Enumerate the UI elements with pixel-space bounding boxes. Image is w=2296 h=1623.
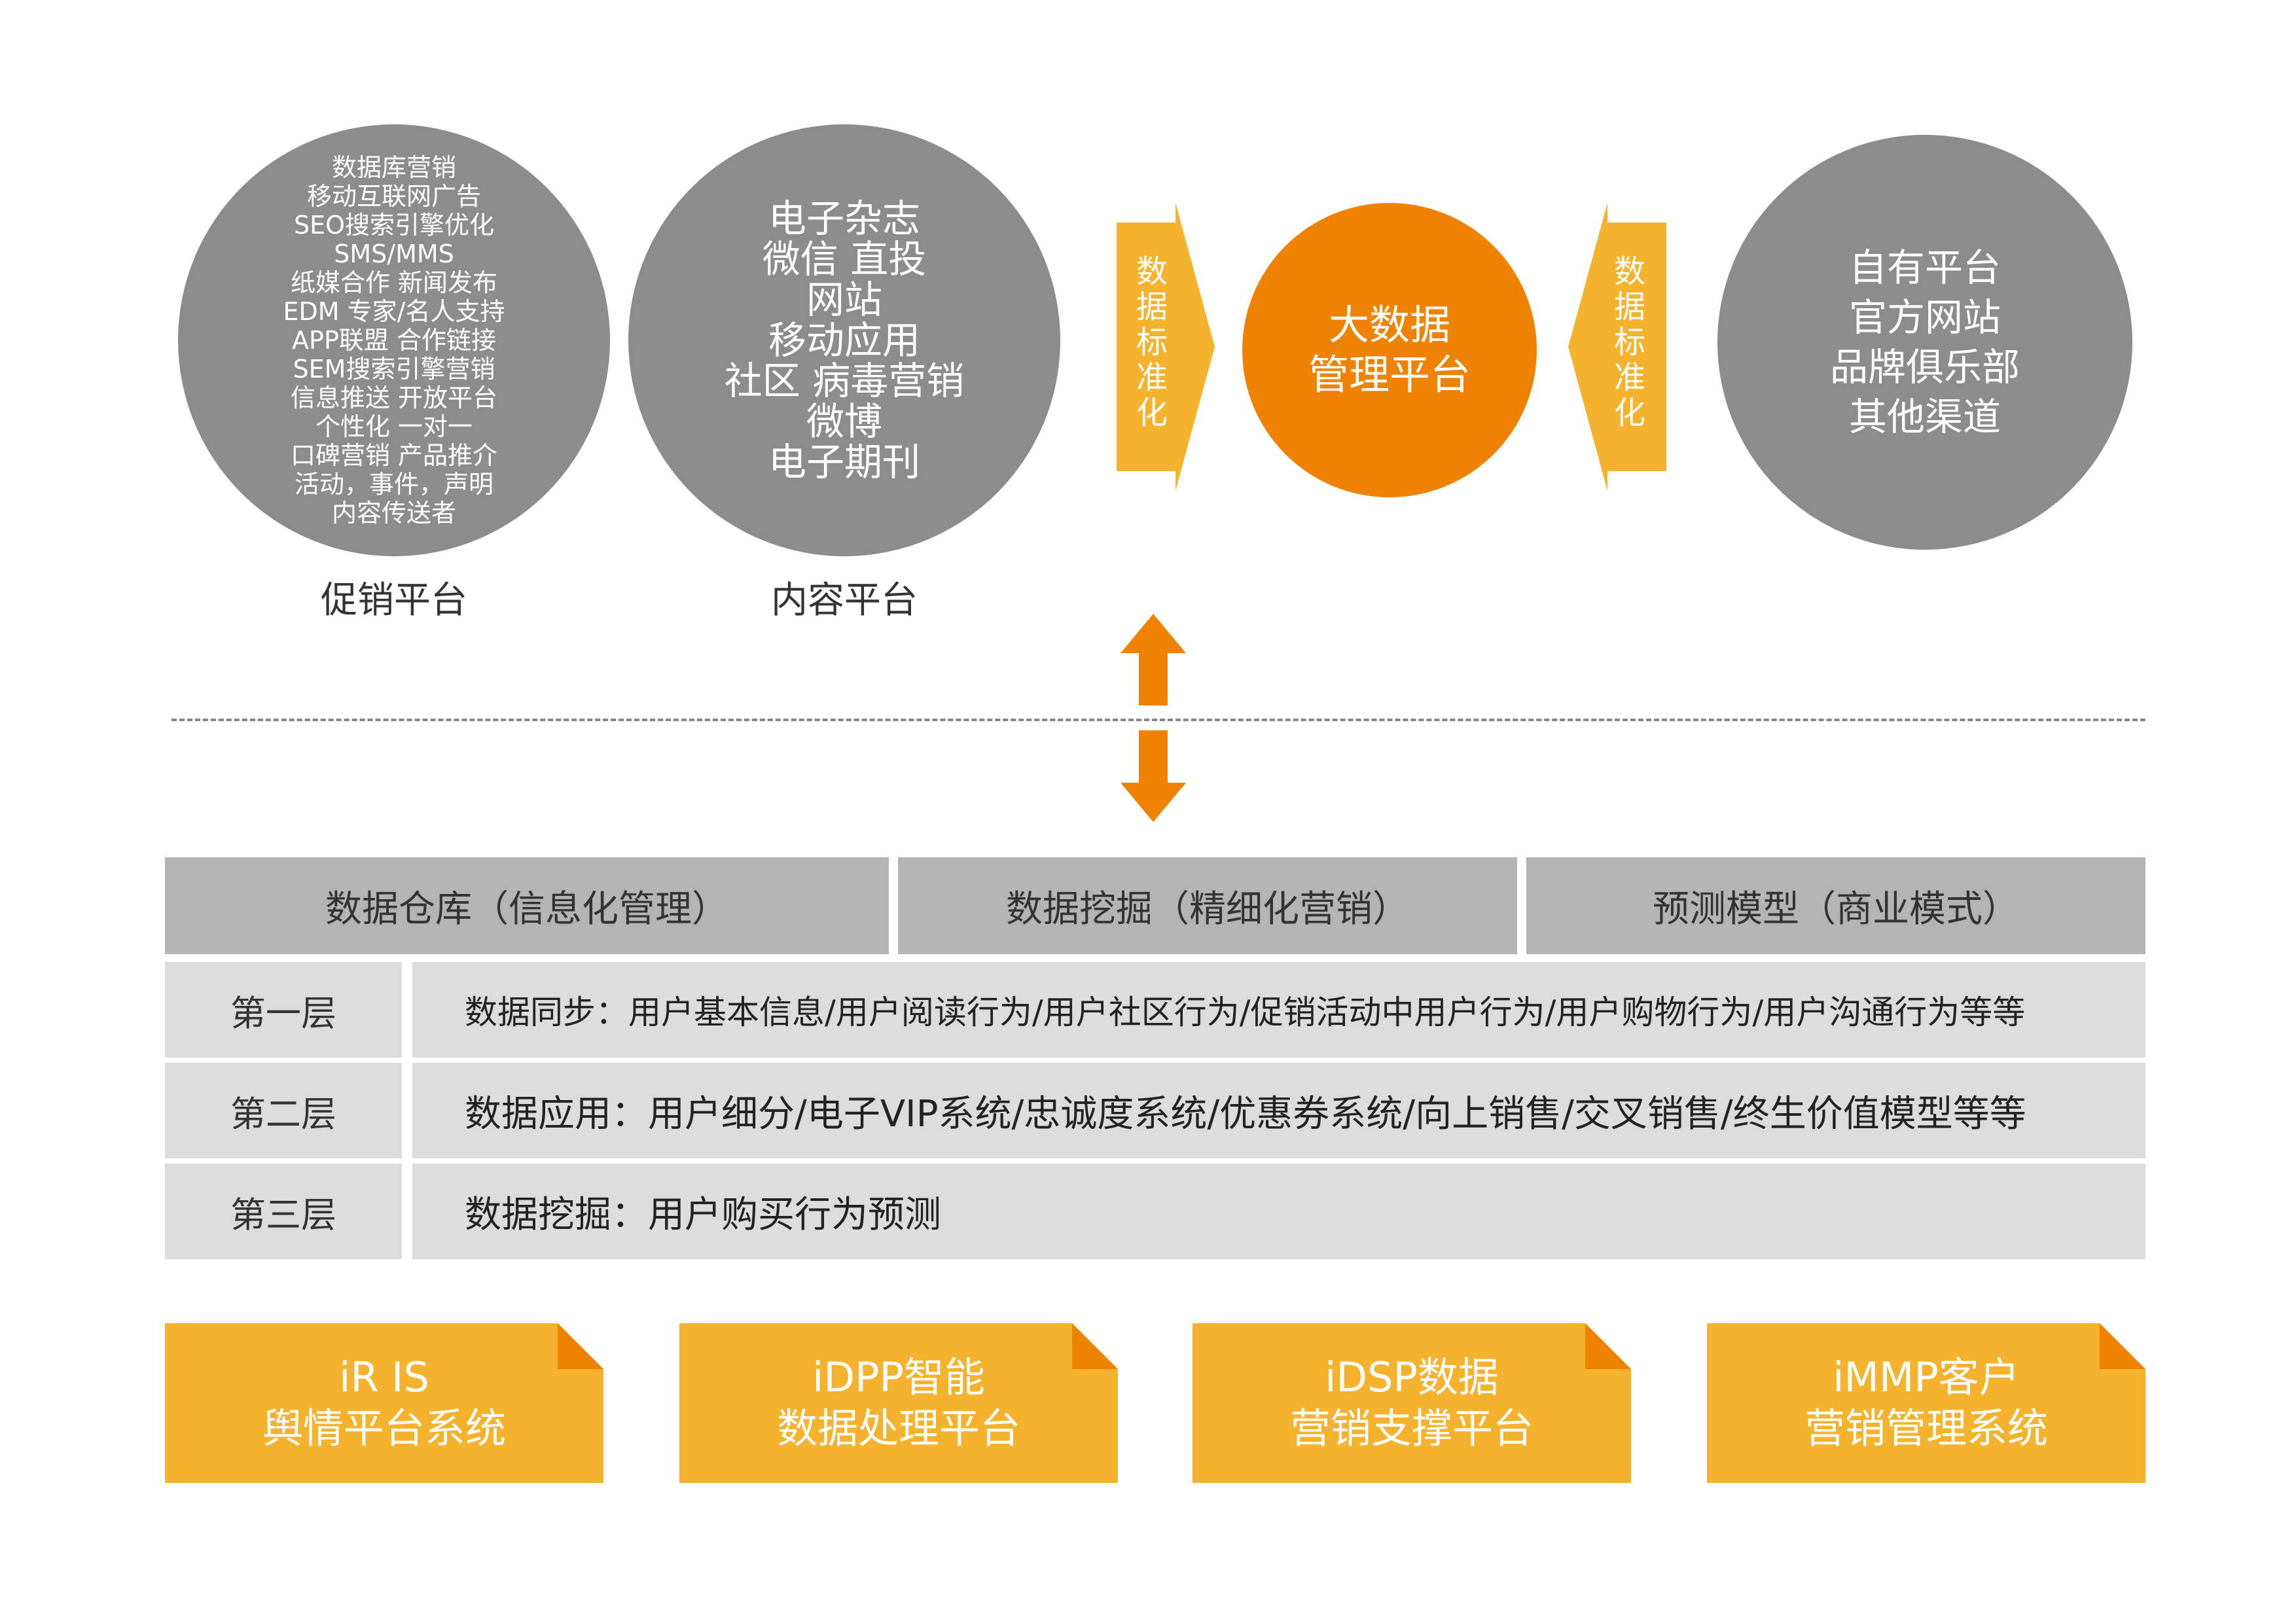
- promo-item: 个性化 一对一: [315, 412, 473, 441]
- card-fold-icon: [2100, 1323, 2145, 1369]
- system-card-subtitle: 舆情平台系统: [262, 1404, 506, 1452]
- system-card-subtitle: 数据处理平台: [776, 1404, 1020, 1452]
- layer-2-name: 第二层: [165, 1063, 402, 1158]
- promo-item: SEM搜索引擎营销: [293, 355, 495, 383]
- promo-platform-label: 促销平台: [321, 579, 467, 622]
- big-data-circle: 大数据 管理平台: [1242, 203, 1537, 497]
- system-card-subtitle: 营销管理系统: [1804, 1404, 2048, 1452]
- system-card-title: iMMP客户: [1833, 1353, 2020, 1401]
- content-platform-circle: 电子杂志 微信 直投 网站 移动应用 社区 病毒营销 微博 电子期刊: [628, 124, 1060, 556]
- promo-item: APP联盟 合作链接: [292, 326, 496, 355]
- own-item: 其他渠道: [1848, 395, 2001, 439]
- char: 据: [1136, 289, 1168, 325]
- char: 标: [1613, 324, 1645, 361]
- system-card-immp: iMMP客户 营销管理系统: [1707, 1323, 2145, 1483]
- standardize-left-text: 数 据 标 准 化: [1132, 254, 1172, 431]
- promo-item: EDM 专家/名人支持: [283, 297, 505, 326]
- promo-item: SMS/MMS: [334, 240, 454, 268]
- content-item: 移动应用: [768, 318, 920, 363]
- system-card-iris: iR IS 舆情平台系统: [165, 1323, 603, 1483]
- standardize-arrow-left-icon: [1568, 203, 1666, 491]
- char: 准: [1613, 359, 1645, 396]
- content-item: 微博: [806, 399, 882, 444]
- promo-platform-circle: 数据库营销 移动互联网广告 SEO搜索引擎优化 SMS/MMS 纸媒合作 新闻发…: [178, 124, 610, 556]
- system-card-title: iDSP数据: [1325, 1353, 1499, 1401]
- layer-1-desc: 数据同步：用户基本信息/用户阅读行为/用户社区行为/促销活动中用户行为/用户购物…: [412, 962, 2145, 1058]
- char: 数: [1613, 253, 1645, 290]
- card-fold-icon: [558, 1323, 603, 1369]
- promo-item: 活动，事件，声明: [294, 470, 493, 499]
- layer-1-name: 第一层: [165, 962, 402, 1058]
- header-data-warehouse: 数据仓库（信息化管理）: [165, 857, 889, 954]
- header-data-mining: 数据挖掘（精细化营销）: [898, 857, 1517, 954]
- arrow-down-icon: [1121, 730, 1186, 822]
- standardize-right-text: 数 据 标 准 化: [1610, 254, 1649, 431]
- own-item: 官方网站: [1848, 295, 2001, 340]
- char: 准: [1136, 359, 1168, 396]
- system-card-idpp: iDPP智能 数据处理平台: [679, 1323, 1118, 1483]
- content-platform-label: 内容平台: [771, 579, 918, 622]
- promo-item: 数据库营销: [331, 153, 456, 182]
- layer-3-desc: 数据挖掘：用户购买行为预测: [412, 1164, 2145, 1259]
- system-card-title: iDPP智能: [812, 1353, 985, 1401]
- system-card-subtitle: 营销支撑平台: [1289, 1404, 1534, 1452]
- content-item: 电子期刊: [768, 440, 920, 484]
- big-data-line: 管理平台: [1308, 351, 1471, 399]
- own-platform-circle: 自有平台 官方网站 品牌俱乐部 其他渠道: [1717, 135, 2132, 550]
- big-data-line: 大数据: [1328, 301, 1450, 349]
- system-card-title: iR IS: [339, 1353, 429, 1401]
- promo-item: 移动互联网广告: [306, 182, 481, 211]
- card-fold-icon: [1585, 1323, 1631, 1369]
- own-item: 品牌俱乐部: [1829, 345, 2020, 389]
- standardize-arrow-right-icon: [1117, 203, 1215, 491]
- layer-2-desc: 数据应用：用户细分/电子VIP系统/忠诚度系统/优惠券系统/向上销售/交叉销售/…: [412, 1063, 2145, 1158]
- card-fold-icon: [1072, 1323, 1118, 1369]
- promo-item: 纸媒合作 新闻发布: [290, 268, 498, 297]
- content-item: 微信 直投: [762, 237, 927, 281]
- char: 标: [1136, 324, 1168, 361]
- own-item: 自有平台: [1848, 245, 2001, 290]
- system-card-idsp: iDSP数据 营销支撑平台: [1193, 1323, 1631, 1483]
- char: 数: [1136, 253, 1168, 290]
- section-divider: [171, 719, 2145, 721]
- arrow-up-icon: [1121, 614, 1186, 705]
- layer-3-name: 第三层: [165, 1164, 402, 1259]
- promo-item: 口碑营销 产品推介: [290, 441, 498, 470]
- char: 化: [1136, 395, 1168, 431]
- char: 化: [1613, 395, 1645, 431]
- promo-item: 内容传送者: [331, 499, 456, 527]
- content-item: 网站: [806, 277, 882, 322]
- promo-item: SEO搜索引擎优化: [293, 211, 495, 240]
- header-prediction-model: 预测模型（商业模式）: [1526, 857, 2145, 954]
- char: 据: [1613, 289, 1645, 325]
- promo-item: 信息推送 开放平台: [290, 383, 498, 412]
- content-item: 社区 病毒营销: [724, 359, 965, 403]
- content-item: 电子杂志: [768, 196, 920, 241]
